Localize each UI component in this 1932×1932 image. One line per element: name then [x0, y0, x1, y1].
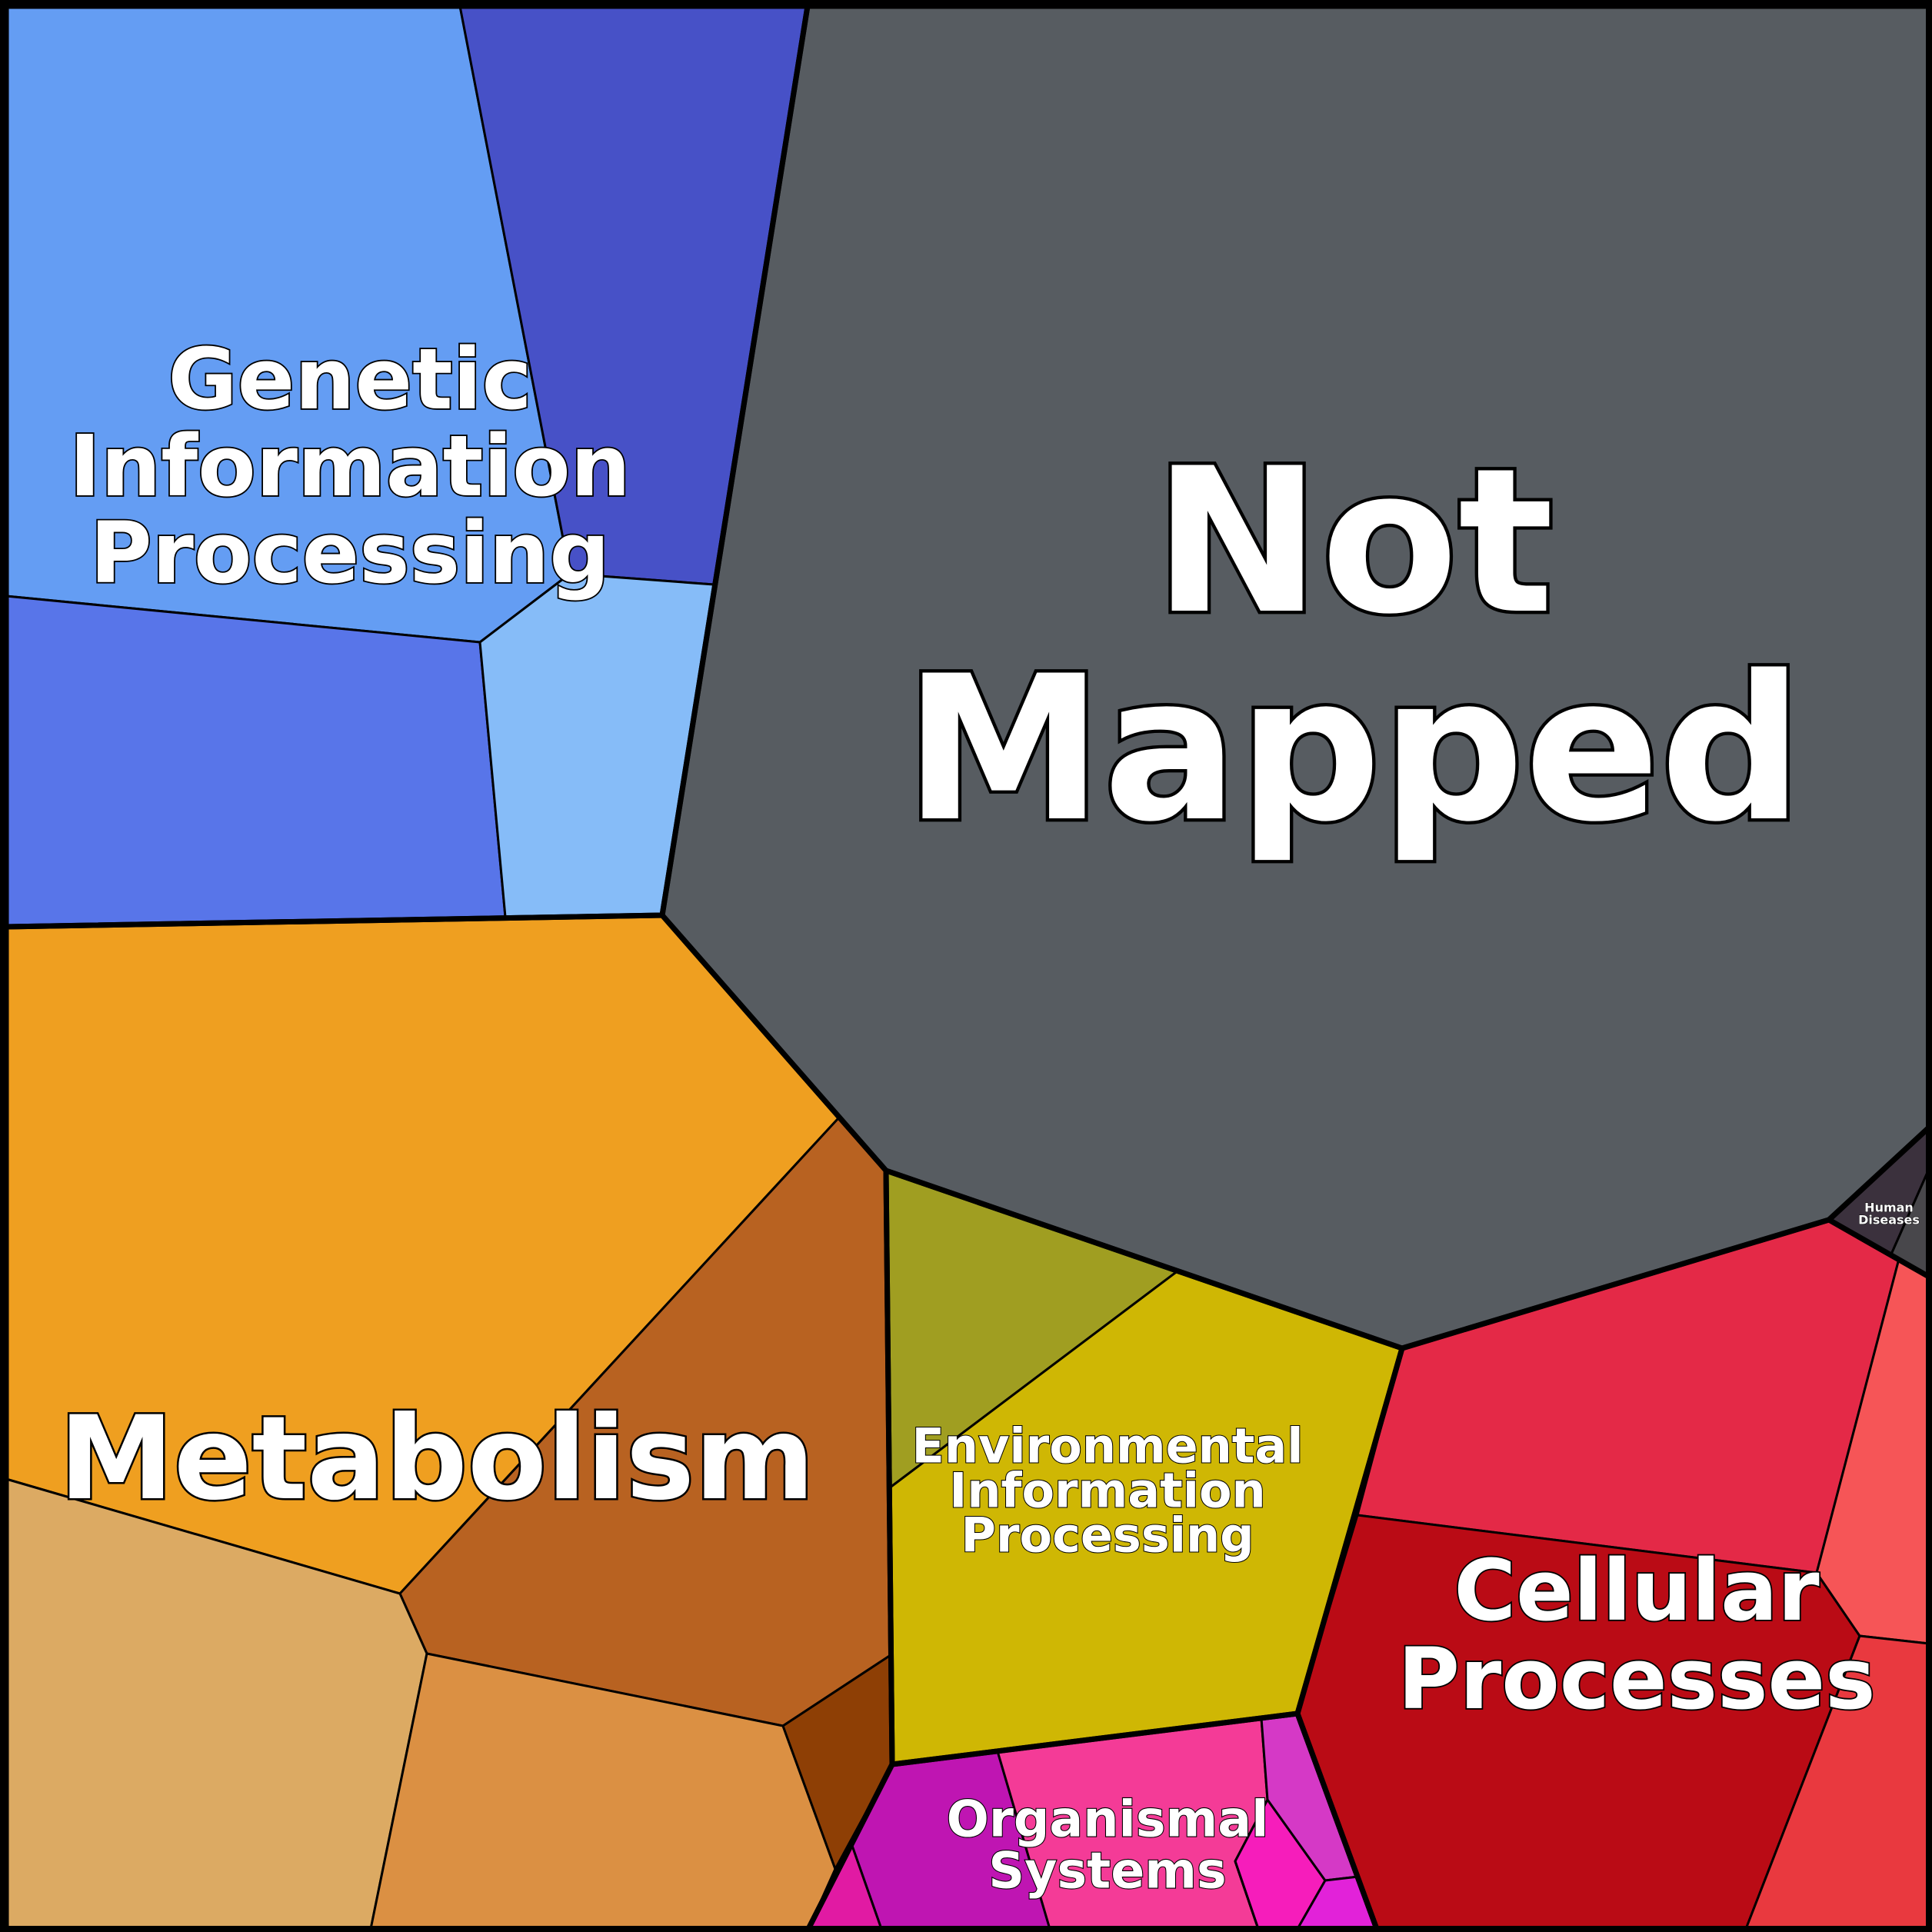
- not-mapped-label: Not: [1154, 426, 1554, 658]
- human-diseases-label: Human: [1864, 1201, 1914, 1215]
- human-diseases-label: Diseases: [1858, 1213, 1920, 1227]
- genetic-information-processing-label: Processing: [90, 504, 610, 602]
- cellular-processes-label: Cellular: [1454, 1541, 1819, 1640]
- genetic-information-processing-subcell: [5, 595, 507, 928]
- organismal-systems-label: Systems: [988, 1843, 1226, 1900]
- cellular-processes-label: Processes: [1397, 1630, 1875, 1728]
- organismal-systems-subcell: [1234, 1860, 1260, 1930]
- genetic-information-processing-label: Genetic: [168, 330, 531, 428]
- environmental-information-processing-label: Information: [949, 1463, 1265, 1519]
- environmental-information-processing-label: Environmental: [912, 1418, 1304, 1474]
- environmental-information-processing-label: Processing: [961, 1507, 1254, 1564]
- not-mapped-label: Mapped: [904, 634, 1804, 866]
- metabolism-label: Metabolism: [59, 1392, 815, 1526]
- genetic-information-processing-label: Information: [69, 417, 631, 515]
- organismal-systems-label: Organismal: [947, 1791, 1269, 1849]
